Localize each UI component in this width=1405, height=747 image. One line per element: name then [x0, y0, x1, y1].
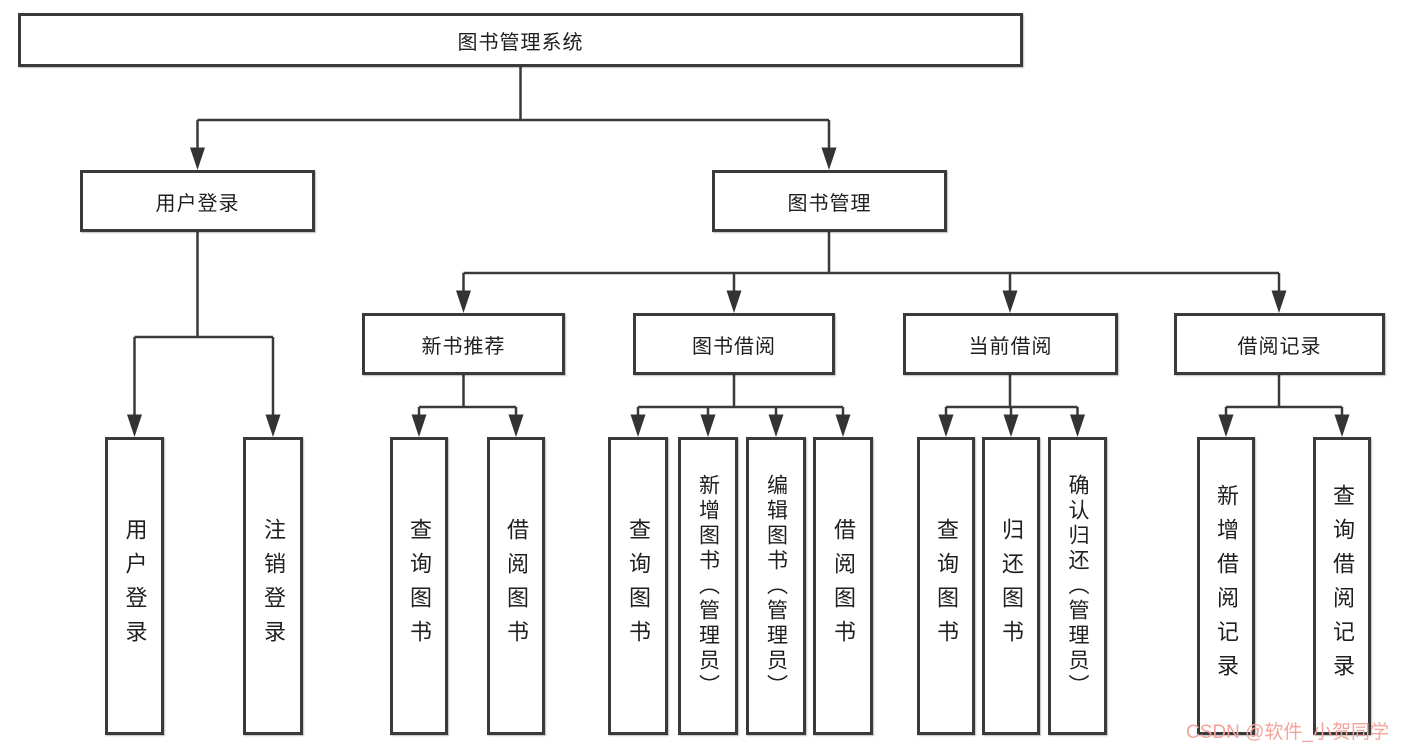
- node-label: 图书管理: [787, 192, 872, 215]
- leaf-query-borrowing-record: 查询借阅记录: [1313, 437, 1371, 735]
- leaf-borrow-books-2: 借阅图书: [813, 437, 873, 735]
- leaf-query-books-2: 查询图书: [608, 437, 668, 735]
- leaf-label: 归还图书: [999, 518, 1024, 654]
- node-label: 新书推荐: [421, 335, 506, 358]
- node-new-book-recommendation: 新书推荐: [362, 313, 565, 375]
- leaf-return-books: 归还图书: [982, 437, 1040, 735]
- node-library-management-system: 图书管理系统: [18, 13, 1023, 67]
- leaf-label: 用户登录: [122, 518, 148, 654]
- leaf-label: 新增图书（管理员）: [696, 473, 720, 699]
- leaf-label: 查询图书: [934, 518, 959, 654]
- leaf-add-borrowing-record: 新增借阅记录: [1197, 437, 1255, 735]
- csdn-watermark: CSDN @软件_小贺同学: [1186, 722, 1389, 743]
- leaf-label: 查询图书: [626, 518, 651, 654]
- leaf-query-books-3: 查询图书: [917, 437, 975, 735]
- leaf-label: 查询图书: [407, 518, 432, 654]
- node-label: 当前借阅: [968, 335, 1053, 358]
- node-borrowing-records: 借阅记录: [1174, 313, 1385, 375]
- node-label: 图书管理系统: [457, 31, 584, 54]
- leaf-borrow-books-1: 借阅图书: [487, 437, 545, 735]
- node-label: 图书借阅: [692, 335, 776, 358]
- leaf-logout: 注销登录: [243, 437, 303, 735]
- leaf-label: 编辑图书（管理员）: [764, 473, 788, 699]
- node-current-borrowing: 当前借阅: [903, 313, 1118, 375]
- arrowheads: [127, 147, 1350, 437]
- leaf-confirm-return-admin: 确认归还（管理员）: [1048, 437, 1107, 735]
- leaf-add-books-admin: 新增图书（管理员）: [678, 437, 738, 735]
- leaf-label: 新增借阅记录: [1214, 484, 1239, 688]
- leaf-label: 注销登录: [261, 518, 286, 654]
- leaf-query-books-1: 查询图书: [390, 437, 448, 735]
- leaf-label: 确认归还（管理员）: [1066, 473, 1089, 699]
- leaf-label: 借阅图书: [504, 518, 529, 654]
- leaf-label: 借阅图书: [831, 518, 856, 654]
- node-book-borrowing: 图书借阅: [633, 313, 835, 375]
- node-label: 借阅记录: [1237, 335, 1322, 358]
- node-user-login: 用户登录: [80, 170, 315, 232]
- node-label: 用户登录: [155, 192, 240, 215]
- leaf-label: 查询借阅记录: [1330, 484, 1355, 688]
- leaf-edit-books-admin: 编辑图书（管理员）: [746, 437, 806, 735]
- node-book-management: 图书管理: [712, 170, 947, 232]
- leaf-user-login: 用户登录: [105, 437, 164, 735]
